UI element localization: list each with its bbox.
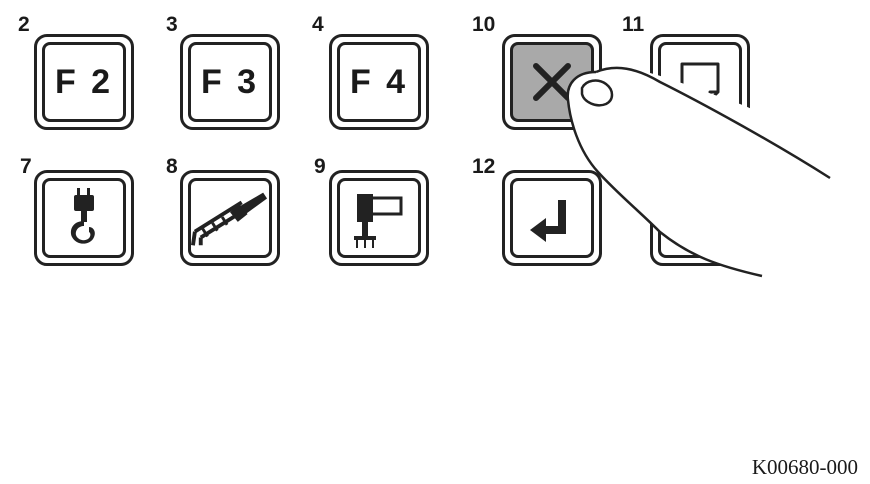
f3-key-label: F 3 xyxy=(200,62,260,101)
hook-key[interactable] xyxy=(34,170,134,266)
hidden-key[interactable] xyxy=(650,170,750,266)
key-number-10: 10 xyxy=(472,13,496,36)
f2-key[interactable]: F 2 xyxy=(34,34,134,130)
crane-boom-icon xyxy=(191,192,268,246)
outrigger-key[interactable] xyxy=(329,170,429,266)
key-number-11: 11 xyxy=(622,13,645,36)
cancel-key[interactable] xyxy=(502,34,602,130)
outrigger-icon xyxy=(354,194,403,248)
crane-hook-icon xyxy=(70,188,95,244)
key-number-7: 7 xyxy=(20,155,32,178)
key-number-9: 9 xyxy=(314,155,326,178)
key-number-2: 2 xyxy=(18,13,30,36)
enter-key[interactable] xyxy=(502,170,602,266)
figure-code: K00680-000 xyxy=(751,455,858,479)
key-number-12: 12 xyxy=(472,155,496,178)
f3-key[interactable]: F 3 xyxy=(180,34,280,130)
hidden-key-icon xyxy=(704,232,708,238)
boom-key[interactable] xyxy=(180,170,280,266)
f4-key[interactable]: F 4 xyxy=(329,34,429,130)
cancel-x-icon xyxy=(533,63,571,101)
key-number-8: 8 xyxy=(166,155,178,178)
key-number-4: 4 xyxy=(312,13,324,36)
f2-key-label: F 2 xyxy=(54,62,114,101)
enter-return-icon xyxy=(530,200,566,242)
f4-key-label: F 4 xyxy=(349,62,409,101)
note-key[interactable] xyxy=(650,34,750,130)
note-page-icon xyxy=(680,62,720,102)
key-number-3: 3 xyxy=(166,13,178,36)
